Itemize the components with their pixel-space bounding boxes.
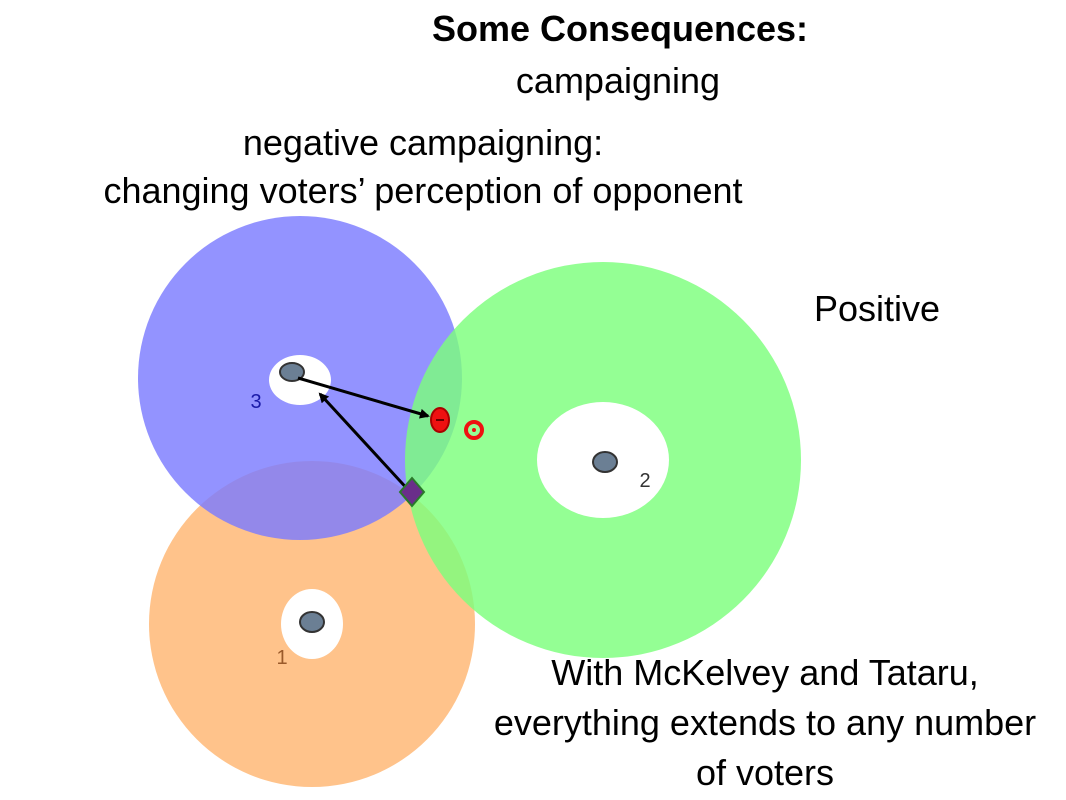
slide-subtitle: campaigning <box>515 60 721 101</box>
arrow-from-diamond <box>318 392 414 496</box>
voter-2-ideal-point <box>592 451 618 473</box>
slide-title: Some Consequences: <box>431 8 809 49</box>
voter-3-ideal-point <box>279 362 305 382</box>
negative-campaigning-description: changing voters’ perception of opponent <box>103 170 743 211</box>
voter-2-label: 2 <box>639 470 650 492</box>
negative-campaigning-heading: negative campaigning: <box>242 122 604 163</box>
voter-3-label: 3 <box>250 391 261 413</box>
red-ring-center <box>472 428 476 432</box>
voter-1-label: 1 <box>276 647 287 669</box>
diamond-marker <box>398 476 426 508</box>
arrow-to-red-marker <box>297 376 430 419</box>
red-ring-marker <box>464 420 484 440</box>
voter-1-ideal-point <box>299 611 325 633</box>
positive-label: Positive <box>814 288 941 329</box>
mckelvey-tataru-note: With McKelvey and Tataru, everything ext… <box>493 652 1037 793</box>
